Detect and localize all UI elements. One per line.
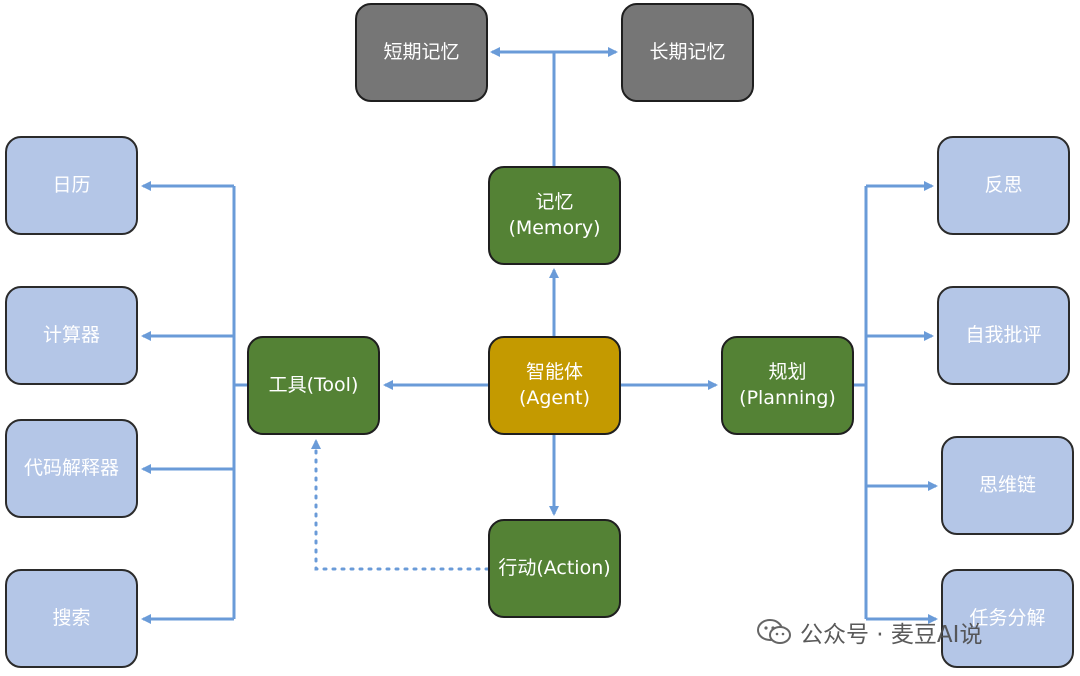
node-label: 短期记忆 xyxy=(383,40,460,63)
dotted-action-to-tool xyxy=(311,439,490,571)
node-action: 行动(Action) xyxy=(488,519,621,618)
node-search: 搜索 xyxy=(5,569,138,668)
node-label: 日历 xyxy=(52,173,91,196)
node-self-critique: 自我批评 xyxy=(937,286,1070,385)
node-agent: 智能体 (Agent) xyxy=(488,336,621,435)
node-label-zh: 智能体 xyxy=(525,360,583,383)
watermark-text: 公众号 · 麦豆AI说 xyxy=(800,622,983,648)
node-planning: 规划 (Planning) xyxy=(721,336,854,435)
node-memory: 记忆 (Memory) xyxy=(488,166,621,265)
node-calendar: 日历 xyxy=(5,136,138,235)
node-calculator: 计算器 xyxy=(5,286,138,385)
node-label-en: (Memory) xyxy=(508,216,601,239)
node-task-decomposition: 任务分解 xyxy=(941,569,1074,668)
watermark: 公众号 · 麦豆AI说 xyxy=(756,614,982,650)
node-label: 行动(Action) xyxy=(498,556,611,579)
node-label-zh: 记忆 xyxy=(535,190,574,213)
node-label-zh: 规划 xyxy=(768,360,807,383)
node-label: 长期记忆 xyxy=(649,40,726,63)
node-label: 自我批评 xyxy=(965,323,1042,346)
node-label: 任务分解 xyxy=(969,606,1046,629)
node-tool: 工具(Tool) xyxy=(247,336,380,435)
node-long-term-memory: 长期记忆 xyxy=(621,3,754,102)
node-short-term-memory: 短期记忆 xyxy=(355,3,488,102)
wechat-icon xyxy=(757,619,791,644)
node-label: 代码解释器 xyxy=(23,456,119,479)
node-label-en: (Planning) xyxy=(739,386,836,409)
node-code-interpreter: 代码解释器 xyxy=(5,419,138,518)
node-label: 搜索 xyxy=(52,606,91,629)
node-label: 思维链 xyxy=(978,473,1036,496)
node-label: 反思 xyxy=(984,173,1023,196)
node-label-en: (Agent) xyxy=(518,386,591,409)
node-label: 工具(Tool) xyxy=(268,373,359,396)
node-chain-of-thought: 思维链 xyxy=(941,436,1074,535)
node-reflection: 反思 xyxy=(937,136,1070,235)
node-label: 计算器 xyxy=(42,323,100,346)
